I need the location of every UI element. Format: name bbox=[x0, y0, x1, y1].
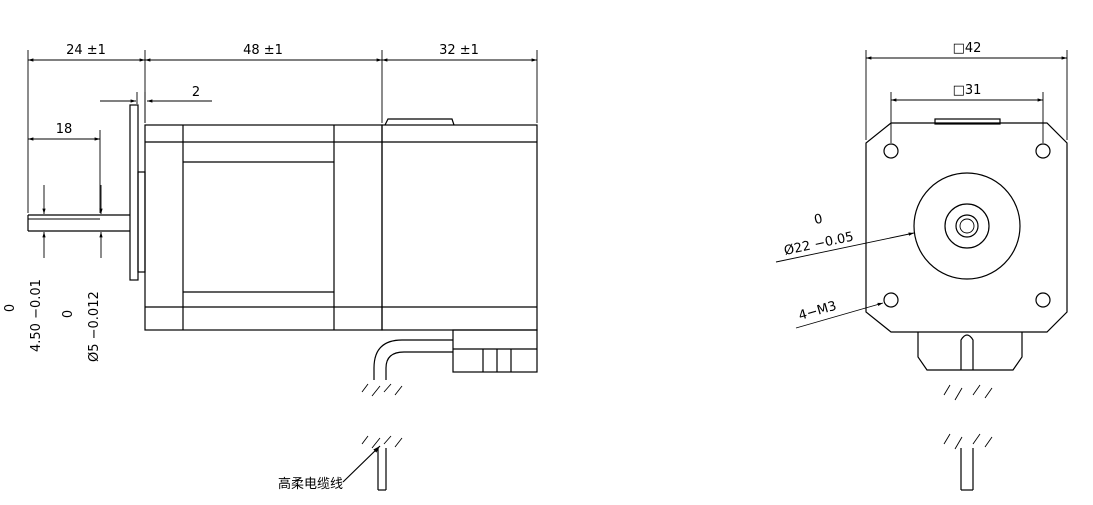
front-cable-breaks bbox=[943, 384, 993, 491]
flat-value: 4.50 −0.01 bbox=[29, 279, 44, 352]
shaft-inner-circle bbox=[959, 218, 975, 234]
dim-rear-length-text: 32 ±1 bbox=[439, 43, 479, 58]
rear-housing bbox=[381, 118, 538, 331]
dim-flange-thickness-text: 2 bbox=[192, 85, 200, 100]
dim-flange-thickness: 2 bbox=[100, 85, 212, 123]
dim-shaft-length: 24 ±1 bbox=[27, 43, 146, 213]
dim-shaft-length-text: 24 ±1 bbox=[66, 43, 106, 58]
cable bbox=[361, 339, 453, 491]
boss-value: Ø22 −0.05 bbox=[783, 230, 855, 259]
cable-label: 高柔电缆线 bbox=[278, 476, 343, 492]
bottom-cable-front bbox=[960, 334, 974, 370]
shaft-diameter-arrows bbox=[42, 185, 103, 258]
boss-tol-upper: 0 bbox=[813, 212, 824, 228]
dim-outer-square: □42 bbox=[865, 41, 1068, 140]
mount-hole-br bbox=[1035, 292, 1051, 308]
front-view: □42 □31 0 Ø22 −0.05 4−M3 bbox=[775, 41, 1068, 491]
cable-callout: 高柔电缆线 bbox=[278, 445, 381, 492]
shaft-tol-upper: 0 bbox=[61, 310, 76, 318]
pilot-boss-circle bbox=[913, 172, 1021, 280]
shaft-value: Ø5 −0.012 bbox=[87, 291, 102, 362]
pilot-boss bbox=[137, 171, 146, 273]
flange-outline bbox=[865, 122, 1068, 333]
flat-tol-upper: 0 bbox=[3, 304, 18, 312]
dim-flat-length-text: 18 bbox=[56, 122, 73, 137]
shaft-tolerance-label: 0 Ø5 −0.012 bbox=[61, 291, 102, 362]
boss-diameter-callout: 0 Ø22 −0.05 bbox=[775, 212, 915, 263]
top-key bbox=[934, 118, 1001, 125]
dim-body-length-text: 48 ±1 bbox=[243, 43, 283, 58]
bottom-connector bbox=[917, 332, 1023, 371]
dim-hole-spacing: □31 bbox=[890, 83, 1044, 143]
dim-flat-length: 18 bbox=[28, 122, 101, 213]
side-view: 24 ±1 48 ±1 32 ±1 2 18 bbox=[3, 43, 538, 492]
shaft bbox=[27, 214, 130, 232]
holes-callout: 4−M3 bbox=[795, 299, 884, 329]
shaft-outer-circle bbox=[944, 203, 990, 249]
dim-body-length: 48 ±1 bbox=[145, 43, 383, 123]
dim-outer-square-text: □42 bbox=[953, 41, 982, 56]
connector-block bbox=[452, 329, 538, 373]
dim-hole-spacing-text: □31 bbox=[953, 83, 982, 98]
flat-tolerance-label: 0 4.50 −0.01 bbox=[3, 279, 44, 352]
shaft-circle bbox=[955, 214, 979, 238]
mount-hole-tr bbox=[1035, 143, 1051, 159]
dim-rear-length: 32 ±1 bbox=[382, 43, 538, 123]
mounting-flange bbox=[129, 104, 139, 281]
mount-hole-tl bbox=[883, 143, 899, 159]
holes-text: 4−M3 bbox=[797, 299, 838, 324]
motor-body bbox=[144, 124, 383, 331]
mount-hole-bl bbox=[883, 292, 899, 308]
